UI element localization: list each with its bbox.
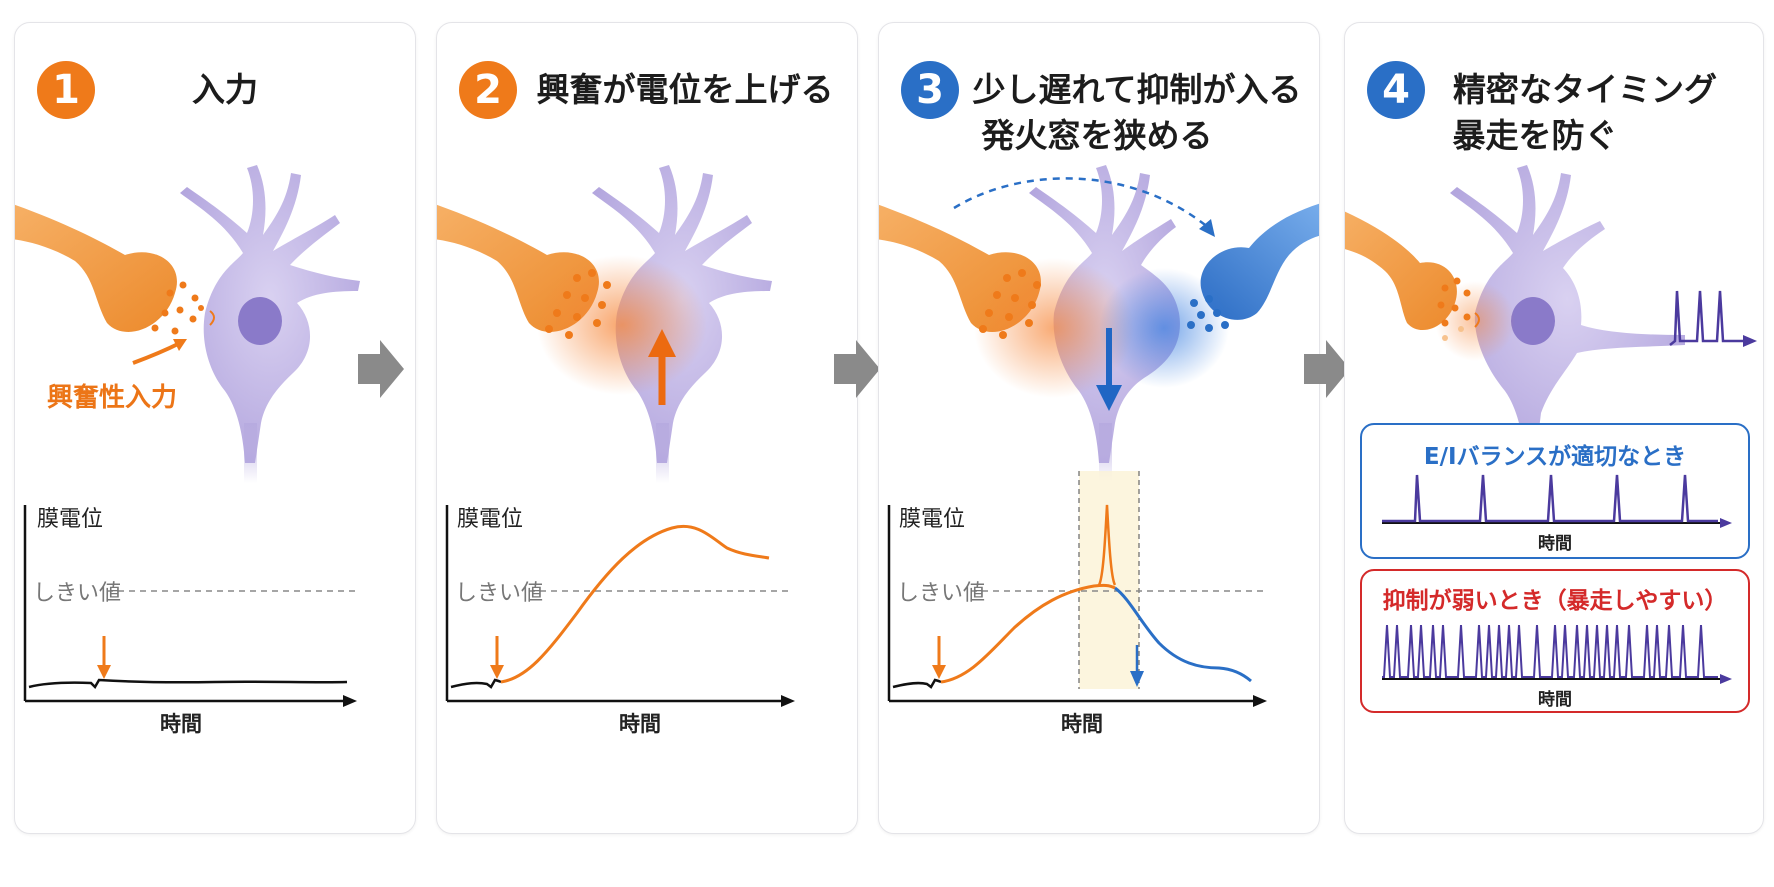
presynaptic-terminal-icon bbox=[1345, 211, 1457, 331]
next-step-arrow-icon bbox=[358, 340, 404, 398]
x-axis-label: 時間 bbox=[1061, 712, 1103, 736]
balanced-x-axis-label: 時間 bbox=[1538, 534, 1572, 554]
output-arrow-icon bbox=[1743, 335, 1757, 347]
panel-title-line1: 精密なタイミング bbox=[1453, 70, 1717, 109]
weak-x-axis-label: 時間 bbox=[1538, 690, 1572, 710]
action-potential-spike bbox=[1097, 504, 1117, 586]
balanced-ei-box: E/Iバランスが適切なとき 時間 bbox=[1360, 423, 1750, 559]
delayed-inhibition-arrow-icon bbox=[953, 177, 1210, 229]
membrane-trace-excitatory bbox=[940, 583, 1116, 684]
membrane-potential-chart-2 bbox=[445, 505, 795, 707]
step-number-badge: 3 bbox=[901, 61, 959, 119]
panel-1-input: 1 入力 興奮性 bbox=[14, 22, 416, 834]
weak-inhibition-title: 抑制が弱いとき（暴走しやすい） bbox=[1382, 588, 1728, 614]
neurotransmitter-dots bbox=[151, 281, 204, 335]
next-step-arrow-icon bbox=[834, 340, 880, 398]
neuron-cell-icon bbox=[180, 165, 360, 483]
panel-4-illustration bbox=[1345, 165, 1757, 493]
step-number-badge: 4 bbox=[1367, 61, 1425, 119]
next-step-arrow-icon bbox=[1304, 340, 1350, 398]
step-number-badge: 1 bbox=[37, 61, 95, 119]
inhibitory-dots bbox=[1187, 295, 1229, 332]
presynaptic-terminal-icon bbox=[15, 204, 177, 332]
neurotransmitter-dots bbox=[979, 269, 1041, 339]
panel-2-illustration bbox=[437, 165, 772, 483]
y-axis-label: 膜電位 bbox=[899, 507, 966, 532]
membrane-potential-chart-1 bbox=[23, 505, 357, 707]
panel-2-excitation: 2 興奮が電位を上げる bbox=[436, 22, 858, 834]
inhibitory-terminal-icon bbox=[1200, 203, 1319, 320]
membrane-trace bbox=[28, 678, 348, 690]
regular-spike-chart bbox=[1382, 474, 1732, 528]
panel-3-inhibition: 3 少し遅れて抑制が入る 発火窓を狭める bbox=[878, 22, 1320, 834]
panel-1-illustration bbox=[15, 165, 360, 483]
threshold-label: しきい値 bbox=[455, 581, 544, 606]
y-axis-label: 膜電位 bbox=[37, 507, 104, 532]
panel-title-line1: 少し遅れて抑制が入る bbox=[972, 70, 1302, 109]
membrane-potential-chart-3 bbox=[887, 471, 1267, 707]
input-timing-arrow-icon bbox=[97, 665, 111, 679]
panel-4-precise-timing: 4 精密なタイミング 暴走を防ぐ bbox=[1344, 22, 1764, 834]
weak-inhibition-box: 抑制が弱いとき（暴走しやすい） 時間 bbox=[1360, 569, 1750, 713]
runaway-spike-chart bbox=[1382, 624, 1732, 684]
membrane-trace-inhibitory bbox=[1114, 586, 1252, 683]
excitatory-input-label: 興奮性入力 bbox=[47, 383, 178, 413]
y-axis-label: 膜電位 bbox=[457, 507, 524, 532]
neurotransmitter-dots bbox=[1437, 277, 1471, 341]
panel-title-line2: 暴走を防ぐ bbox=[1452, 116, 1618, 155]
neurotransmitter-dots bbox=[545, 269, 611, 339]
x-axis-label: 時間 bbox=[160, 712, 202, 736]
step-number-badge: 2 bbox=[459, 61, 517, 119]
output-spike-train bbox=[1669, 290, 1745, 346]
depolarization-arrow-icon bbox=[648, 329, 676, 357]
membrane-trace bbox=[500, 525, 770, 684]
panel-title: 入力 bbox=[192, 70, 258, 109]
x-axis-label: 時間 bbox=[619, 712, 661, 736]
input-timing-arrow-icon bbox=[490, 665, 504, 679]
balanced-ei-title: E/Iバランスが適切なとき bbox=[1423, 444, 1687, 470]
hyperpolarization-arrow-icon bbox=[1096, 385, 1122, 411]
panel-title-line2: 発火窓を狭める bbox=[981, 116, 1213, 155]
panel-3-illustration bbox=[879, 165, 1319, 483]
panel-title: 興奮が電位を上げる bbox=[536, 70, 834, 109]
threshold-label: しきい値 bbox=[897, 581, 986, 606]
firing-window bbox=[1079, 471, 1139, 689]
input-timing-arrow-icon bbox=[932, 665, 946, 679]
threshold-label: しきい値 bbox=[33, 581, 122, 606]
